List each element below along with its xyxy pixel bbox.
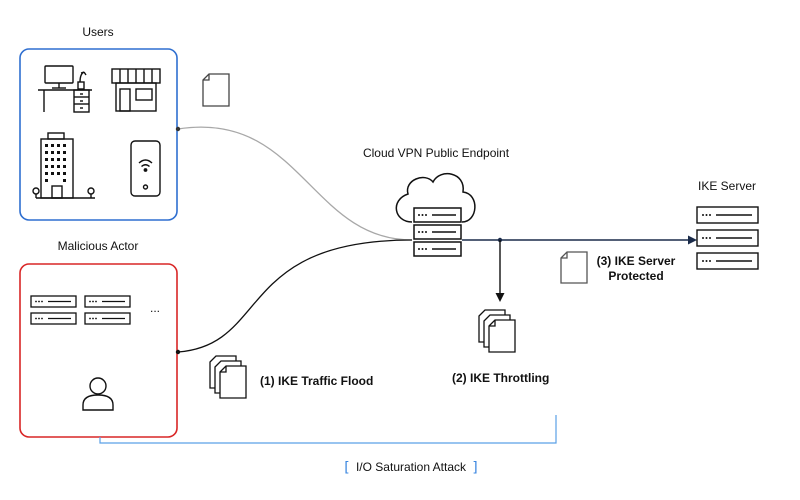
cloud-server-icon xyxy=(395,172,476,257)
ike-server-label: IKE Server xyxy=(698,179,756,193)
malicious-actor-box xyxy=(19,263,178,438)
malicious-actor-label: Malicious Actor xyxy=(58,239,139,253)
ike-forward-arrowhead xyxy=(688,235,697,245)
step3-label-line1: (3) IKE Server xyxy=(597,254,676,268)
packet-stack-icon xyxy=(209,355,247,399)
server-stack-icon xyxy=(696,206,759,270)
cloud-vpn-label: Cloud VPN Public Endpoint xyxy=(363,146,510,160)
io-attack-bracket-close: ] xyxy=(472,460,477,476)
users-label: Users xyxy=(82,25,113,39)
users-box xyxy=(19,48,178,221)
legit-traffic-start-dot xyxy=(175,126,181,132)
legit-traffic-line xyxy=(177,126,413,241)
office-building-icon xyxy=(32,132,95,199)
person-icon xyxy=(82,377,114,411)
server-rack-icon xyxy=(30,295,131,325)
step2-label: (2) IKE Throttling xyxy=(452,371,549,385)
more-servers-ellipsis: ... xyxy=(150,301,160,315)
storefront-icon xyxy=(111,68,161,112)
desk-computer-icon xyxy=(38,65,92,113)
step3-label-line2: Protected xyxy=(608,269,663,283)
attack-traffic-line xyxy=(177,239,413,353)
attack-traffic-start-dot xyxy=(175,349,181,355)
throttle-down-arrowhead xyxy=(495,293,505,302)
step1-label: (1) IKE Traffic Flood xyxy=(260,374,373,388)
packet-single-icon xyxy=(202,73,230,107)
io-attack-label: I/O Saturation Attack xyxy=(356,460,467,474)
smartphone-wifi-icon xyxy=(130,140,161,197)
io-attack-bracket-open: [ xyxy=(344,460,349,476)
packet-single-icon xyxy=(560,251,588,284)
io-attack-bracket xyxy=(99,415,557,444)
packet-stack-icon xyxy=(478,309,516,353)
